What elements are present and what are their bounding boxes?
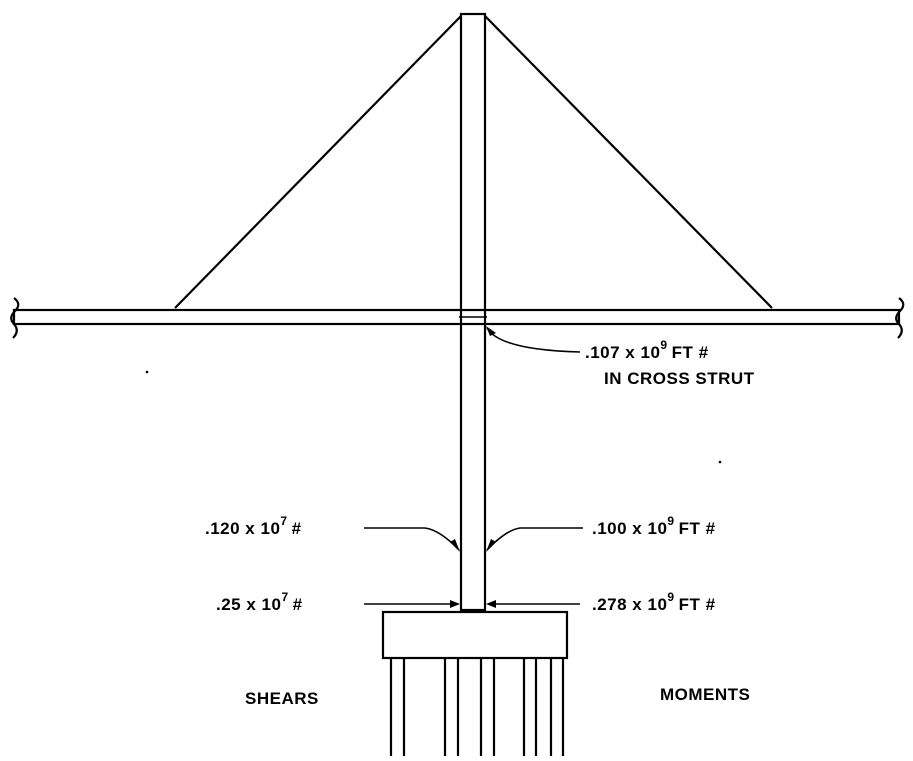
piles xyxy=(389,658,565,756)
deck-break-right xyxy=(895,297,905,339)
right-stay-cable xyxy=(484,15,773,309)
moments-title: MOMENTS xyxy=(660,685,750,704)
shears-title: SHEARS xyxy=(245,689,319,708)
base-shear-label: .25 x 107# xyxy=(216,590,303,614)
deck xyxy=(10,297,905,339)
upper-shear-label: .120 x 107# xyxy=(205,514,302,538)
leader-upper-shear xyxy=(364,527,460,551)
left-stay-cable xyxy=(174,15,462,309)
leader-cross-strut xyxy=(486,327,581,353)
arrowheads xyxy=(450,326,496,608)
pile-cap xyxy=(381,610,569,660)
deck-girder xyxy=(12,308,901,326)
cross-strut-caption: IN CROSS STRUT xyxy=(604,369,755,388)
deck-break-left xyxy=(10,297,20,339)
leader-upper-moment xyxy=(486,527,583,551)
